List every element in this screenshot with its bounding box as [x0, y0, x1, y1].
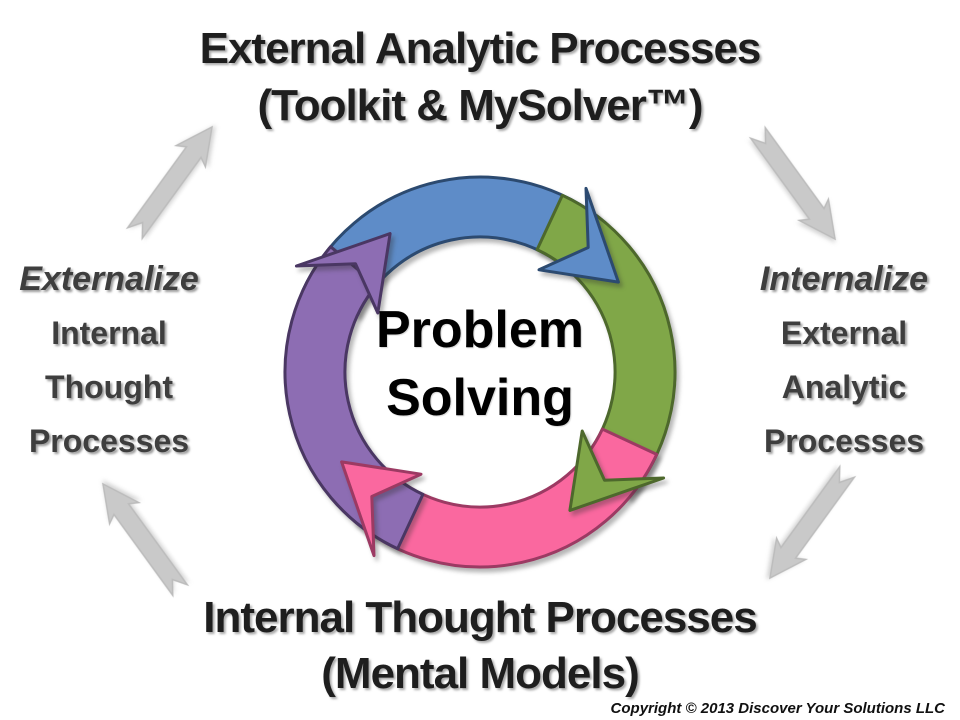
bottom-title: Internal Thought Processes (Mental Model…: [0, 590, 960, 702]
bottom-title-line1: Internal Thought Processes: [203, 593, 757, 642]
cycle-arrow-top-blue-head-icon: [537, 186, 620, 284]
right-label-line: Processes: [763, 423, 925, 459]
cycle-arrow-right-green-head-icon: [568, 429, 666, 512]
top-title-line2: (Toolkit & MySolver™): [257, 81, 703, 130]
left-label-line: Thought: [45, 369, 173, 405]
right-label-emphasis: Internalize: [759, 260, 929, 298]
flow-arrow-bottom-right-down-icon: [754, 460, 863, 590]
flow-arrow-top-left-up-icon: [119, 115, 228, 245]
left-label-line: Processes: [28, 423, 190, 459]
left-label: Externalize Internal Thought Processes: [2, 252, 216, 468]
top-title: External Analytic Processes (Toolkit & M…: [0, 20, 960, 134]
right-label: Internalize External Analytic Processes: [734, 252, 954, 468]
center-label: Problem Solving: [320, 296, 640, 432]
left-label-line: Internal: [51, 315, 167, 351]
flow-arrow-bottom-left-up-icon: [87, 472, 196, 602]
cycle-arrow-left-purple-head-icon: [294, 232, 392, 315]
bottom-title-line2: (Mental Models): [321, 649, 639, 698]
right-label-line: Analytic: [781, 369, 907, 405]
left-label-emphasis: Externalize: [19, 260, 199, 298]
center-label-line2: Solving: [386, 369, 574, 427]
flow-arrow-top-right-down-icon: [742, 121, 851, 251]
cycle-arrow-bottom-pink-head-icon: [340, 460, 423, 558]
center-label-line1: Problem: [375, 301, 585, 359]
right-label-line: External: [780, 315, 908, 351]
top-title-line1: External Analytic Processes: [199, 24, 762, 73]
cycle-diagram-arrowheads: [294, 186, 666, 558]
copyright-text: Copyright © 2013 Discover Your Solutions…: [610, 700, 945, 717]
